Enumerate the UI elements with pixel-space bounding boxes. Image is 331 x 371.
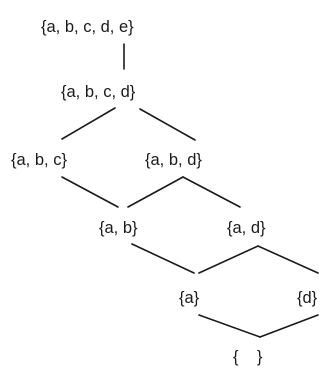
edge-abcd-abc <box>61 107 116 140</box>
edge-ad-d <box>257 245 319 274</box>
edge-ad-a <box>198 245 259 274</box>
node-ab: {a, b} <box>99 219 138 237</box>
edge-a-empty <box>198 314 261 338</box>
edges <box>61 43 319 338</box>
node-abcd: {a, b, c, d} <box>61 83 136 101</box>
node-abd: {a, b, d} <box>145 151 202 169</box>
edge-abc-ab <box>61 176 119 208</box>
node-empty: { } <box>233 348 263 366</box>
edge-abd-ad <box>182 176 241 208</box>
node-a: {a} <box>179 289 200 307</box>
edge-ab-a <box>131 243 195 274</box>
edge-abcd-abd <box>139 108 196 141</box>
node-d: {d} <box>297 289 318 307</box>
node-ad: {a, d} <box>227 219 266 237</box>
edge-d-empty <box>259 314 319 338</box>
nodes: {a, b, c, d, e} {a, b, c, d} {a, b, c} {… <box>11 18 318 366</box>
edge-abd-ab <box>127 176 184 208</box>
node-abc: {a, b, c} <box>11 151 67 169</box>
node-abcde: {a, b, c, d, e} <box>41 18 134 36</box>
